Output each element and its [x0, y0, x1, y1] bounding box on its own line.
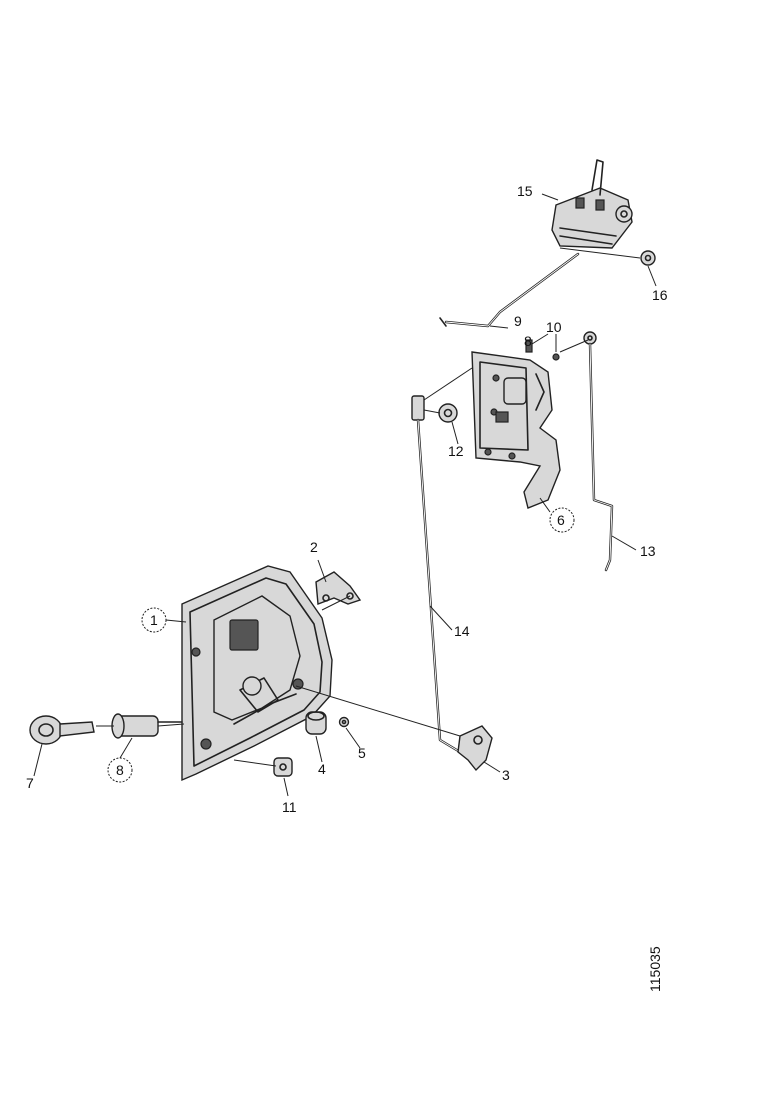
- part-2-latch-bracket: [315, 571, 362, 605]
- part-11-nut: [273, 757, 293, 777]
- part-10-screw: [552, 353, 560, 361]
- drawing-reference-number: 115035: [647, 946, 663, 992]
- callout-labels: 15 16 9 8 10 12 6 13 14 1 2 3 4 5 11 8 7: [26, 183, 668, 815]
- assembly-connector-lines: [96, 247, 641, 767]
- part-14-long-rod: [411, 395, 462, 754]
- callout-13: 13: [640, 543, 656, 559]
- callout-11: 11: [282, 799, 297, 815]
- callout-16: 16: [652, 287, 668, 303]
- callout-5: 5: [358, 745, 366, 761]
- part-9-linkage-rod: [439, 252, 580, 328]
- callout-9: 9: [514, 313, 522, 329]
- part-13-control-rod: [583, 331, 614, 572]
- part-8-clip: [525, 339, 533, 353]
- part-4-bushing: [305, 711, 327, 735]
- part-6-lock-mechanism: [471, 351, 561, 509]
- callout-8: 8: [116, 762, 124, 778]
- part-1-handle-housing: [181, 565, 333, 782]
- callout-1-circle: [141, 607, 167, 633]
- callout-10: 10: [546, 319, 562, 335]
- callout-3: 3: [502, 767, 510, 783]
- callout-7: 7: [26, 775, 34, 791]
- callout-6: 6: [557, 512, 565, 528]
- callout-6-circle: [549, 507, 575, 533]
- callout-4: 4: [318, 761, 326, 777]
- callout-1: 1: [150, 612, 158, 628]
- callout-8-upper: 8: [524, 333, 532, 349]
- part-12-bolt: [438, 403, 458, 423]
- part-8-lock-cylinder: [111, 713, 183, 739]
- callout-leaders: [33, 193, 657, 797]
- callout-12: 12: [448, 443, 464, 459]
- callout-15: 15: [517, 183, 533, 199]
- callout-2: 2: [310, 539, 318, 555]
- part-7-key: [29, 715, 95, 745]
- part-16-nut: [640, 250, 656, 266]
- part-15-hinge-bracket: [551, 159, 633, 249]
- part-5-washer: [338, 716, 350, 728]
- part-3-lever: [457, 725, 493, 772]
- callout-8-circle: [107, 757, 133, 783]
- callout-14: 14: [454, 623, 470, 639]
